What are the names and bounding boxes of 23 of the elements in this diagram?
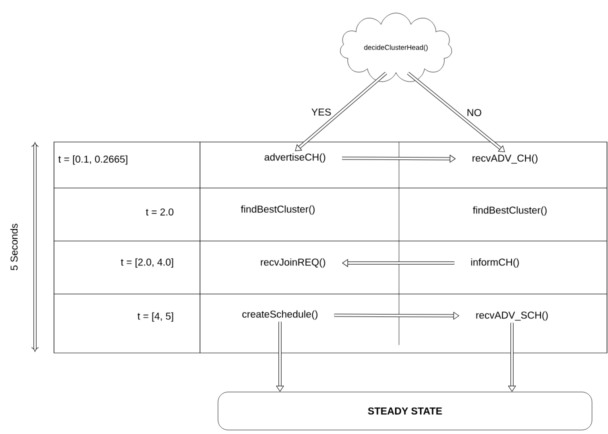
arrow (295, 72, 387, 152)
function-label: recvJoinREQ() (260, 258, 326, 268)
arrow (342, 259, 454, 267)
edge-label: YES (312, 108, 331, 116)
time-label: t = 2.0 (146, 208, 174, 216)
state-box: STEADY STATE (218, 392, 592, 430)
function-label: informCH() (471, 258, 519, 268)
time-label: t = [0.1, 0.2665] (58, 155, 128, 165)
arrow (342, 154, 456, 163)
arrow (334, 312, 460, 320)
arrow (407, 72, 505, 152)
arrow (508, 322, 516, 392)
arrow (276, 322, 284, 392)
function-label: advertiseCH() (264, 153, 326, 163)
time-label: t = [2.0, 4.0] (120, 258, 174, 268)
function-label: recvADV_SCH() (476, 311, 548, 321)
function-label: recvADV_CH() (472, 154, 538, 164)
axis-label: 5 Seconds (10, 224, 18, 270)
function-label: createSchedule() (242, 310, 318, 320)
function-label: findBestCluster() (240, 205, 315, 215)
function-label: findBestCluster() (472, 206, 547, 216)
edge-label: NO (468, 109, 482, 116)
time-label: t = [4, 5] (138, 312, 174, 322)
